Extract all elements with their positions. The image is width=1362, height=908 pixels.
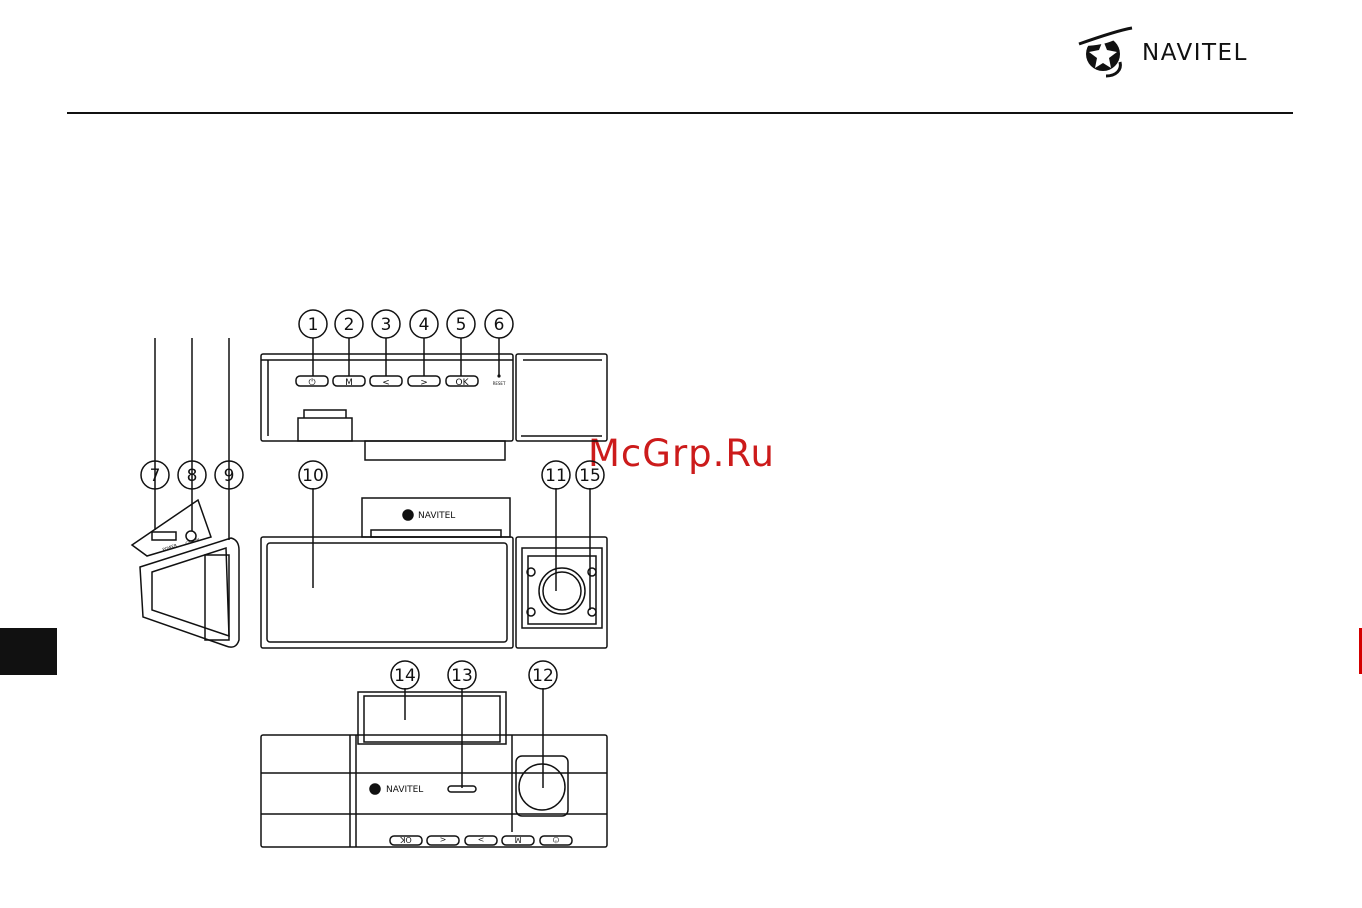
rear-logo-text: NAVITEL bbox=[386, 785, 423, 795]
rear-label-ok: OK bbox=[399, 835, 411, 844]
callout-13: 13 bbox=[451, 666, 473, 686]
callout-numbers: 1 2 3 4 5 6 7 8 9 10 11 15 14 13 12 bbox=[150, 315, 601, 686]
rear-power-glyph: ⏻ bbox=[552, 835, 559, 844]
callout-6: 6 bbox=[494, 315, 505, 335]
rear-button-labels: OK < > M ⏻ bbox=[399, 835, 559, 844]
side-view bbox=[132, 338, 239, 647]
callout-5: 5 bbox=[456, 315, 467, 335]
callout-10: 10 bbox=[302, 466, 324, 486]
callout-9: 9 bbox=[224, 466, 235, 486]
callout-15: 15 bbox=[579, 466, 601, 486]
callout-4: 4 bbox=[419, 315, 430, 335]
callout-2: 2 bbox=[344, 315, 355, 335]
callout-3: 3 bbox=[381, 315, 392, 335]
rear-view bbox=[261, 688, 607, 847]
top-label-left: < bbox=[382, 378, 390, 388]
callout-14: 14 bbox=[394, 666, 416, 686]
power-port-label: POWER bbox=[162, 543, 178, 552]
callout-11: 11 bbox=[545, 466, 567, 486]
callout-1: 1 bbox=[308, 315, 319, 335]
top-label-ok: OK bbox=[456, 378, 470, 388]
top-label-right: > bbox=[420, 378, 428, 388]
top-label-m: M bbox=[345, 378, 353, 388]
power-glyph: ⏻ bbox=[308, 377, 315, 388]
reset-label: RESET bbox=[493, 381, 506, 386]
top-view bbox=[261, 338, 607, 460]
rear-label-m: M bbox=[514, 835, 521, 844]
rear-label-right: > bbox=[478, 835, 485, 844]
rear-label-left: < bbox=[440, 835, 447, 844]
callout-circles bbox=[141, 310, 604, 689]
front-logo-text: NAVITEL bbox=[418, 511, 455, 521]
callout-7: 7 bbox=[150, 466, 161, 486]
callout-8: 8 bbox=[187, 466, 198, 486]
callout-12: 12 bbox=[532, 666, 554, 686]
